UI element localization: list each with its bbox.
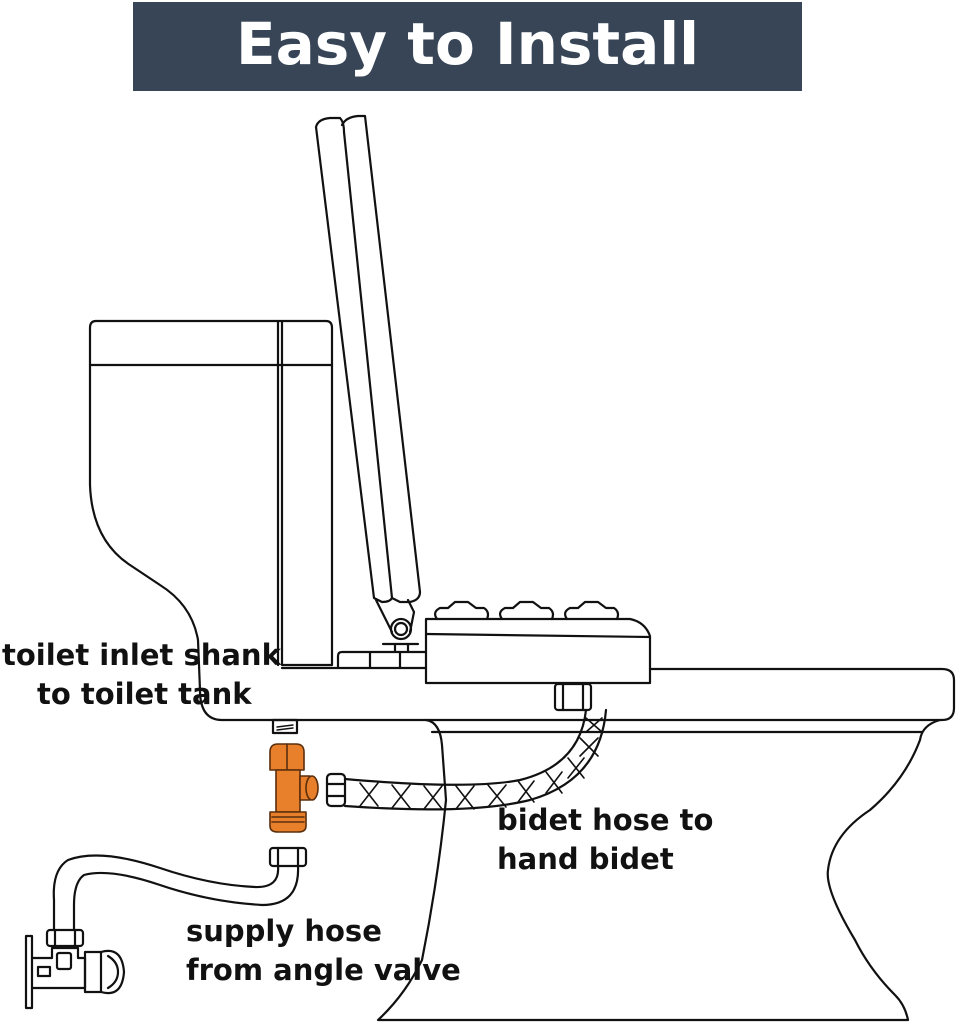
label-line: from angle valve	[186, 953, 461, 987]
toilet-inlet-shank	[271, 718, 299, 735]
bidet-control-panel	[424, 617, 652, 685]
toilet-bowl	[376, 718, 942, 1022]
title-banner: Easy to Install	[133, 2, 802, 91]
label-line: to toilet tank	[37, 677, 252, 711]
supply-hose-nut	[268, 846, 308, 868]
toilet-lid-and-seat	[314, 114, 422, 604]
toilet-tank	[88, 319, 334, 692]
seat-hinge	[374, 598, 420, 654]
panel-hose-nut	[553, 682, 593, 712]
angle-valve	[24, 928, 126, 1010]
banner-title: Easy to Install	[235, 9, 700, 78]
label-bidet-hose: bidet hose to hand bidet	[497, 801, 713, 879]
bidet-buttons	[433, 600, 620, 621]
bidet-hose-nut	[325, 772, 347, 808]
label-supply-hose: supply hose from angle valve	[186, 912, 461, 990]
supply-hose	[52, 854, 300, 932]
toilet-bowl-rim	[198, 667, 956, 734]
seat-base	[280, 650, 428, 670]
braided-bidet-hose	[343, 708, 608, 811]
brass-tee-adapter	[269, 743, 319, 833]
label-line: supply hose	[186, 914, 382, 948]
label-line: hand bidet	[497, 842, 674, 876]
label-toilet-inlet-shank: toilet inlet shank to toilet tank	[2, 636, 281, 714]
label-line: bidet hose to	[497, 803, 714, 837]
label-line: toilet inlet shank	[2, 638, 281, 672]
